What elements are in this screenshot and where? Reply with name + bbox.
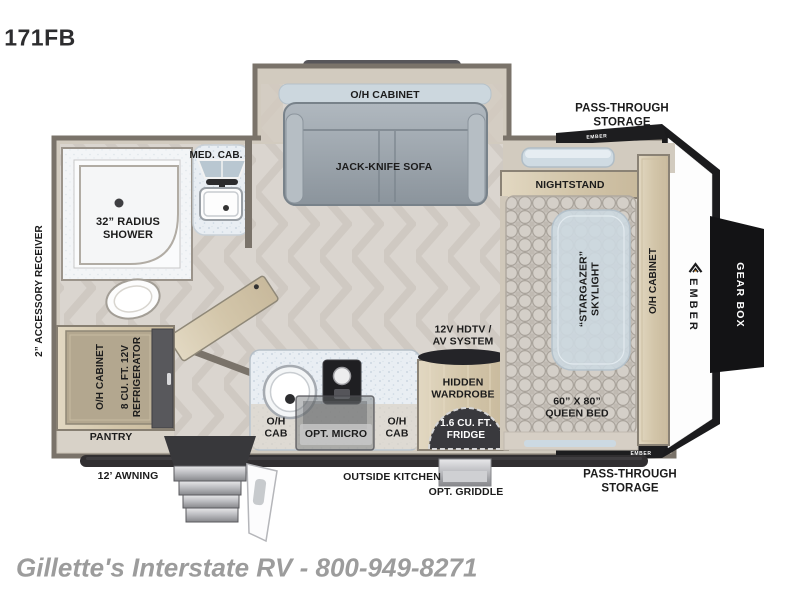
- front-cap: [662, 124, 764, 458]
- label-queen-bed: 60” X 80” QUEEN BED: [545, 395, 609, 420]
- ember-wordmark: EMBER: [687, 278, 699, 333]
- wardrobe-grain: [429, 362, 491, 448]
- label-hdtv-av: 12V HDTV / AV SYSTEM: [432, 323, 494, 348]
- dealer-footer: Gillette's Interstate RV - 800-949-8271: [16, 552, 478, 583]
- entry-step-4: [185, 507, 239, 523]
- oh-cabinet-bedside-panel: [641, 158, 666, 442]
- slideout-side-left: [261, 72, 283, 142]
- toilet: [105, 278, 161, 320]
- entry-step-1: [173, 465, 247, 482]
- label-med-cab: MED. CAB.: [189, 150, 243, 162]
- label-oh-cab-range: O/H CAB: [385, 415, 409, 440]
- bathroom-door: [167, 275, 279, 362]
- shower-drain: [114, 198, 124, 208]
- sofa-armrest-left: [285, 113, 304, 204]
- kitchen-sink-drain: [285, 394, 295, 404]
- label-awning: 12’ AWNING: [97, 469, 159, 482]
- opt-griddle-tray: [443, 471, 487, 482]
- refrigerator-handle: [167, 373, 171, 385]
- bathroom-sink-basin: [203, 191, 239, 217]
- step-well: [164, 436, 256, 466]
- stargazer-skylight-pane: [551, 209, 631, 371]
- label-oh-cabinet-bedside: O/H CABINET: [648, 247, 660, 315]
- awning-rail: [80, 455, 648, 467]
- opt-micro-overlay: [295, 395, 375, 451]
- label-pass-through-top: PASS-THROUGH STORAGE: [575, 102, 669, 128]
- oh-cabinet-left-box: [65, 330, 155, 425]
- bedroom: [500, 143, 675, 451]
- label-oh-cabinet-left: O/H CABINET: [95, 343, 107, 411]
- bathroom: [61, 140, 279, 381]
- entry-step-3: [182, 494, 240, 509]
- jack-knife-sofa-body: [283, 102, 488, 206]
- kitchen: [249, 349, 421, 451]
- label-hidden-wardrobe: HIDDEN WARDROBE: [431, 376, 495, 401]
- entry-door-window: [252, 478, 267, 506]
- sofa-armrest-right: [467, 113, 486, 204]
- bathroom-door-handle: [253, 284, 259, 290]
- label-pass-through-bottom: PASS-THROUGH STORAGE: [583, 468, 677, 494]
- pantry-cabinets: [56, 325, 175, 452]
- label-accessory-receiver: 2” ACCESSORY RECEIVER: [34, 225, 46, 357]
- label-oh-cabinet-top: O/H CABINET: [350, 88, 420, 101]
- compact-fridge-unit: [427, 407, 507, 450]
- label-oh-cab-sink: O/H CAB: [264, 415, 288, 440]
- oh-cabinet-left-panel: [69, 334, 151, 421]
- entry-group: [164, 436, 492, 543]
- label-outside-kitchen: OUTSIDE KITCHEN: [343, 470, 441, 483]
- label-radius-shower: 32” RADIUS SHOWER: [96, 216, 160, 241]
- entry-step-2: [178, 480, 242, 496]
- sofa-slideout: [261, 72, 503, 206]
- ember-brand-logo: EMBER: [683, 259, 703, 333]
- awning-bar-highlight: [86, 457, 642, 460]
- model-title: 171FB: [4, 24, 76, 51]
- shower-pan: [79, 165, 179, 265]
- label-gear-box: GEAR BOX: [734, 262, 747, 328]
- cooktop-burner: [332, 366, 352, 386]
- bed-foot-trim: [524, 440, 616, 447]
- hdtv-unit: [418, 349, 508, 365]
- label-jack-knife-sofa: JACK-KNIFE SOFA: [335, 160, 433, 173]
- wardrobe-group: [417, 349, 509, 451]
- bathroom-sink: [199, 187, 243, 221]
- label-opt-griddle: OPT. GRIDDLE: [428, 485, 504, 498]
- label-compact-fridge: 1.6 CU. FT. FRIDGE: [440, 418, 492, 441]
- pantry-floor-strip: [58, 428, 174, 452]
- label-opt-micro: OPT. MICRO: [304, 427, 368, 440]
- awning-bar: [80, 455, 648, 467]
- opt-micro-label-bg: [300, 424, 372, 445]
- label-nightstand: NIGHTSTAND: [535, 178, 605, 191]
- stargazer-skylight-frame: [557, 215, 625, 365]
- label-ember-tag-bottom: EMBER: [630, 451, 652, 458]
- label-stargazer-skylight: “STARGAZER” SKYLIGHT: [577, 250, 602, 328]
- bedroom-window-glare: [525, 150, 611, 158]
- pass-through-top-band: [556, 124, 667, 145]
- label-refrigerator: 8 CU. FT. 12V REFRIGERATOR: [120, 336, 143, 418]
- bathroom-sink-drain: [223, 205, 229, 211]
- bathroom-wall: [245, 140, 252, 248]
- slideout-back-wall: [261, 72, 503, 84]
- label-pantry: PANTRY: [89, 430, 133, 443]
- oh-cabinet-bedside-box: [637, 154, 670, 446]
- kitchen-sink-basin: [269, 371, 311, 413]
- refrigerator-unit: [151, 328, 174, 429]
- bed-platform-edge: [500, 196, 508, 450]
- ember-chevron-icon: [683, 259, 703, 274]
- gear-box: [710, 216, 764, 373]
- sofa-cushion-seams: [378, 131, 396, 202]
